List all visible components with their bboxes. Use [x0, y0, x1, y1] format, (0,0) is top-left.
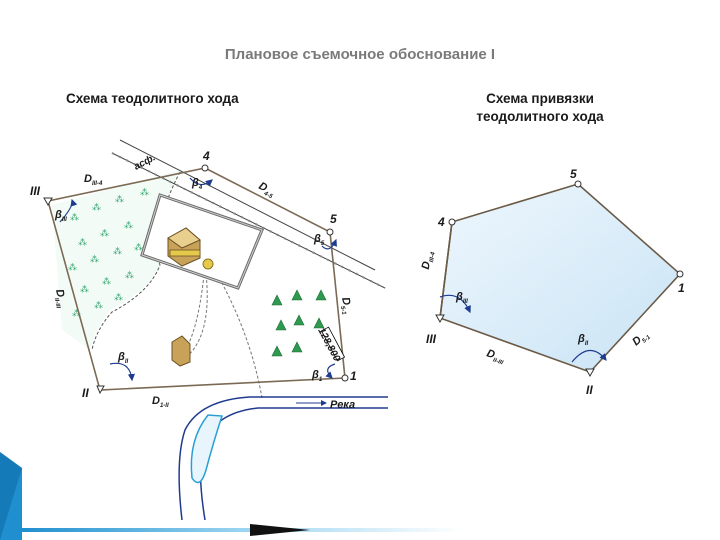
marker-II: [96, 385, 105, 395]
right-diagram: 4 5 1 III II DIII-4 DII-III D5-1 βIII βI…: [420, 167, 685, 397]
right-label-II: II: [586, 383, 593, 397]
marker-4: [201, 164, 209, 172]
slide-title: Плановое съемочное обоснование I: [224, 46, 496, 63]
svg-text:⁂: ⁂: [70, 212, 79, 223]
accent-bar: [22, 528, 462, 532]
left-angle-4: β4: [191, 177, 203, 191]
svg-text:⁂: ⁂: [92, 202, 101, 213]
right-title-line-1: Схема привязки: [486, 91, 594, 106]
angle-arcs: [59, 177, 337, 382]
road: [111, 139, 386, 289]
bar-arrow: [250, 524, 310, 536]
right-station-markers: [435, 180, 684, 378]
svg-text:⁂: ⁂: [140, 187, 149, 198]
right-marker-II: [585, 368, 595, 378]
left-angle-III: βIII: [54, 209, 67, 223]
river: [178, 396, 388, 521]
left-label-II: II: [82, 386, 89, 400]
left-angle-5: β5: [313, 233, 325, 247]
left-label-5: 5: [330, 212, 337, 226]
marker-5: [326, 228, 334, 236]
right-angle-arcs: [439, 294, 607, 363]
marker-III: [43, 197, 53, 207]
right-diagram-title: Схема привязки теодолитного хода: [440, 90, 640, 126]
right-label-III: III: [426, 332, 437, 346]
right-seg-II-III: DII-III: [484, 347, 506, 366]
svg-text:⁂: ⁂: [90, 254, 99, 265]
svg-text:⁂: ⁂: [114, 292, 123, 303]
left-label-4: 4: [202, 149, 210, 163]
left-diagram: ⁂⁂⁂⁂ ⁂⁂⁂ ⁂⁂⁂⁂ ⁂⁂⁂ ⁂⁂⁂ асф.: [30, 139, 388, 521]
right-seg-5-1: D5-1: [630, 328, 652, 350]
svg-text:⁂: ⁂: [102, 276, 111, 287]
left-angle-1: β1: [311, 369, 323, 383]
slide-decoration: [0, 452, 462, 540]
left-station-markers: [43, 164, 349, 395]
left-seg-II-III: DII-III: [51, 288, 69, 309]
svg-text:⁂: ⁂: [100, 228, 109, 239]
right-seg-III-4-line: [439, 221, 453, 319]
building-icon: [167, 227, 214, 270]
svg-text:⁂: ⁂: [124, 220, 133, 231]
shed-icon: [171, 335, 191, 367]
left-diagram-title: Схема теодолитного хода: [66, 91, 239, 106]
left-angle-II: βII: [117, 351, 128, 365]
building-enclosure: [140, 193, 264, 290]
svg-text:⁂: ⁂: [80, 284, 89, 295]
right-marker-III: [435, 314, 445, 324]
tree-group: [271, 289, 327, 357]
left-seg-4-5: D4-5: [256, 180, 278, 200]
vegetation-area: [52, 170, 180, 350]
left-seg-5-1: D5-1: [337, 296, 354, 316]
svg-text:⁂: ⁂: [78, 237, 87, 248]
vegetation-dots: ⁂⁂⁂⁂ ⁂⁂⁂ ⁂⁂⁂⁂ ⁂⁂⁂ ⁂⁂⁂: [68, 187, 149, 319]
svg-text:⁂: ⁂: [134, 242, 143, 253]
right-angle-III: βIII: [455, 291, 468, 305]
svg-text:⁂: ⁂: [113, 246, 122, 257]
svg-text:⁂: ⁂: [68, 262, 77, 273]
left-seg-1-II: D1-II: [152, 395, 169, 409]
foot-paths: [179, 264, 263, 399]
svg-text:⁂: ⁂: [125, 270, 134, 281]
measurement-box: [320, 326, 346, 362]
marker-1: [341, 374, 349, 382]
river-label: Река: [330, 399, 355, 411]
right-label-5: 5: [570, 167, 577, 181]
right-angle-II: βII: [577, 333, 588, 347]
svg-text:⁂: ⁂: [115, 194, 124, 205]
right-label-1: 1: [678, 281, 685, 295]
svg-text:⁂: ⁂: [72, 308, 81, 319]
left-label-III: III: [30, 184, 41, 198]
right-marker-1: [676, 270, 684, 278]
traverse-line: [47, 167, 346, 391]
right-marker-4: [448, 218, 456, 226]
right-title-line-2: теодолитного хода: [476, 109, 604, 124]
right-label-4: 4: [437, 215, 445, 229]
left-seg-III-4: DIII-4: [84, 173, 103, 187]
right-seg-III-4: DIII-4: [420, 250, 437, 271]
left-label-1: 1: [350, 369, 357, 383]
right-marker-5: [574, 180, 582, 188]
svg-text:⁂: ⁂: [94, 300, 103, 311]
